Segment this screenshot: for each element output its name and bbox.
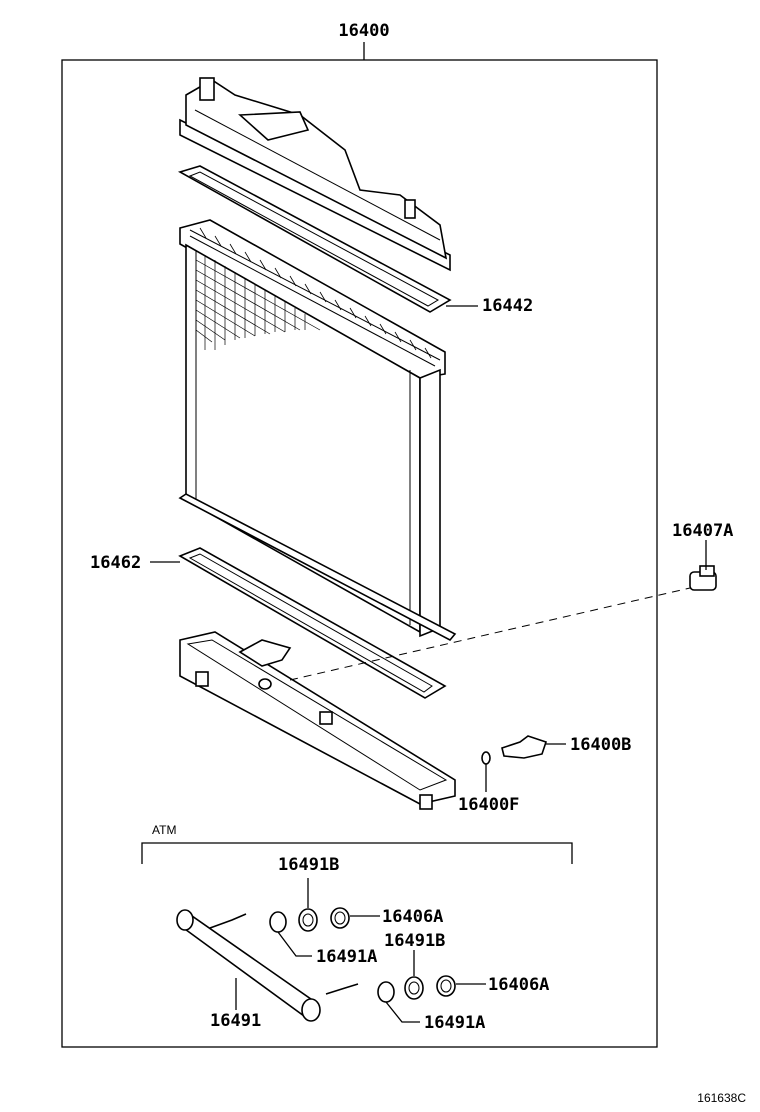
washer-a-upper [330,907,350,929]
gasket-a-lower [377,981,395,1003]
lower-tank [179,631,456,810]
label-16491A-1: 16491A [316,947,377,967]
figure-code: 161638C [697,1091,746,1105]
assembly-number: 16400 [338,21,389,41]
drain-cock-oring [481,751,491,765]
label-16442: 16442 [482,296,533,316]
radiator-core [178,219,457,642]
upper-tank [179,77,451,272]
gasket-b-upper [298,908,318,932]
atm-bracket [141,842,573,864]
leader-16491A-2 [385,1001,420,1023]
label-16491: 16491 [210,1011,261,1031]
lower-fitting-group [377,975,456,1003]
label-16491B-1: 16491B [278,855,339,875]
drain-cock [501,735,548,759]
washer-a-lower [436,975,456,997]
label-16400F: 16400F [458,795,519,815]
label-16462: 16462 [90,553,141,573]
label-16406A-1: 16406A [382,907,443,927]
lower-gasket [178,547,447,699]
label-16400B: 16400B [570,735,631,755]
atm-label: ATM [152,823,176,837]
label-16491A-2: 16491A [424,1013,485,1033]
diagram-frame [61,59,658,1048]
upper-fitting-group [269,907,350,933]
oil-cooler-hose [176,909,359,1022]
label-16407A: 16407A [672,521,733,541]
drain-plug [689,565,717,591]
gasket-b-lower [404,976,424,1000]
upper-gasket [177,165,452,313]
leader-16491A-1 [277,931,312,957]
label-16491B-2: 16491B [384,931,445,951]
label-16406A-2: 16406A [488,975,549,995]
gasket-a-upper [269,911,287,933]
drain-plug-guide-line [289,587,691,681]
